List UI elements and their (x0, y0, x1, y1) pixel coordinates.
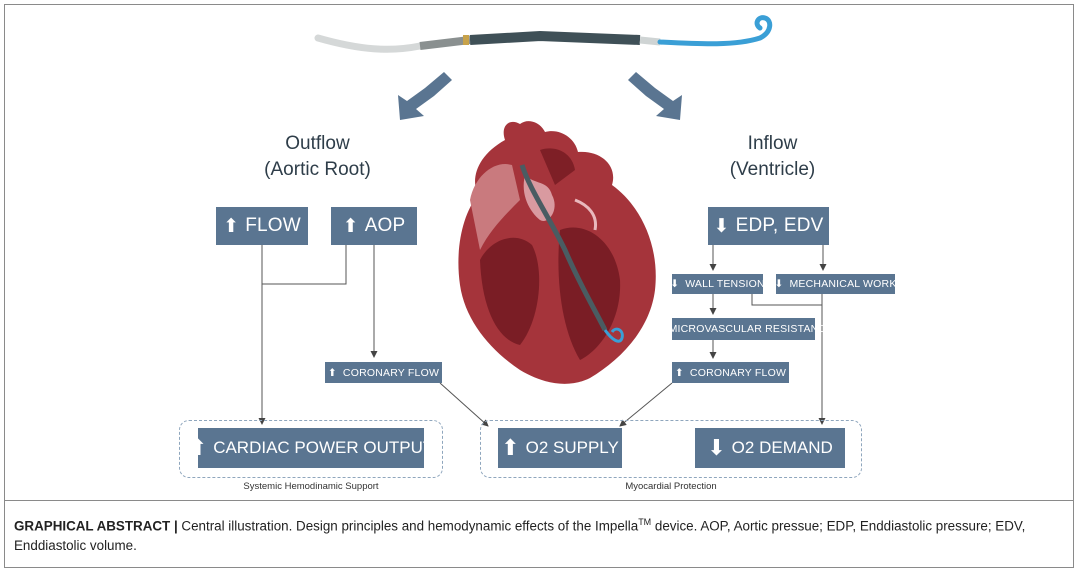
coronary-flow-right-label: CORONARY FLOW (689, 366, 787, 379)
outflow-heading-line2: (Aortic Root) (264, 159, 371, 180)
edp-edv-label: EDP, EDV (735, 215, 824, 236)
up-arrow-icon: ⬆ (342, 215, 359, 237)
systemic-support-group (179, 420, 443, 478)
up-arrow-icon: ⬆ (501, 435, 520, 460)
heart-illustration (458, 121, 656, 384)
down-arrow-icon: ⬇ (707, 435, 726, 460)
o2-supply-box: ⬆ O2 SUPPLY (498, 428, 622, 468)
microvascular-resistance-box: ⬇ MICROVASCULAR RESISTANCE (654, 318, 833, 340)
microvascular-resistance-label: MICROVASCULAR RESISTANCE (668, 323, 834, 335)
up-arrow-icon: ⬆ (674, 366, 684, 379)
systemic-support-label: Systemic Hemodinamic Support (243, 481, 379, 492)
edp-edv-box: ⬇EDP, EDV (708, 207, 829, 245)
aop-label: AOP (364, 215, 406, 236)
cardiac-power-output-label: CARDIAC POWER OUTPUT (213, 438, 434, 457)
outflow-direction-arrow (398, 72, 452, 120)
down-arrow-icon: ⬇ (670, 278, 680, 290)
down-arrow-icon: ⬇ (713, 215, 730, 237)
caption-trademark: TM (638, 517, 652, 527)
coronary-flow-right-box: ⬆ CORONARY FLOW (672, 362, 789, 383)
aop-box: ⬆AOP (331, 207, 417, 245)
wall-tension-box: ⬇ WALL TENSION (670, 274, 765, 294)
myocardial-protection-group (480, 420, 862, 478)
up-arrow-icon: ⬆ (327, 366, 337, 379)
wall-tension-label: WALL TENSION (685, 278, 765, 290)
figure-caption: GRAPHICAL ABSTRACT | Central illustratio… (14, 512, 1064, 556)
o2-demand-label: O2 DEMAND (731, 438, 833, 457)
mechanical-work-box: ⬇ MECHANICAL WORK (774, 274, 897, 294)
myocardial-protection-label: Myocardial Protection (625, 481, 717, 492)
down-arrow-icon: ⬇ (653, 323, 663, 335)
up-arrow-icon: ⬆ (223, 215, 240, 237)
up-arrow-icon: ⬆ (188, 435, 208, 460)
diagram-canvas (258, 15, 827, 427)
flow-label: FLOW (245, 215, 301, 236)
inflow-heading-line2: (Ventricle) (729, 159, 816, 180)
inflow-heading: Inflow (Ventricle) (685, 131, 860, 183)
down-arrow-icon: ⬇ (774, 278, 784, 290)
figure-frame (4, 4, 1074, 568)
coronary-flow-left-box: ⬆ CORONARY FLOW (325, 362, 442, 383)
inflow-direction-arrow (628, 72, 682, 120)
inflow-heading-line1: Inflow (747, 133, 798, 154)
outflow-heading: Outflow (Aortic Root) (230, 131, 405, 183)
caption-title: GRAPHICAL ABSTRACT | (14, 518, 178, 534)
impella-catheter-illustration (314, 15, 773, 53)
caption-divider (4, 500, 1074, 501)
outflow-heading-line1: Outflow (285, 133, 350, 154)
caption-text-part2: device. AOP, Aortic pressue; EDP, Enddia… (14, 518, 1026, 554)
caption-text-part1: Central illustration. Design principles … (177, 518, 639, 534)
coronary-flow-left-label: CORONARY FLOW (342, 366, 440, 379)
o2-demand-box: ⬇ O2 DEMAND (695, 428, 845, 468)
cardiac-power-output-box: ⬆ CARDIAC POWER OUTPUT (189, 428, 433, 468)
mechanical-work-label: MECHANICAL WORK (789, 278, 897, 290)
o2-supply-label: O2 SUPPLY (525, 438, 619, 457)
flow-box: ⬆FLOW (216, 207, 308, 245)
connector-lines (258, 245, 827, 427)
